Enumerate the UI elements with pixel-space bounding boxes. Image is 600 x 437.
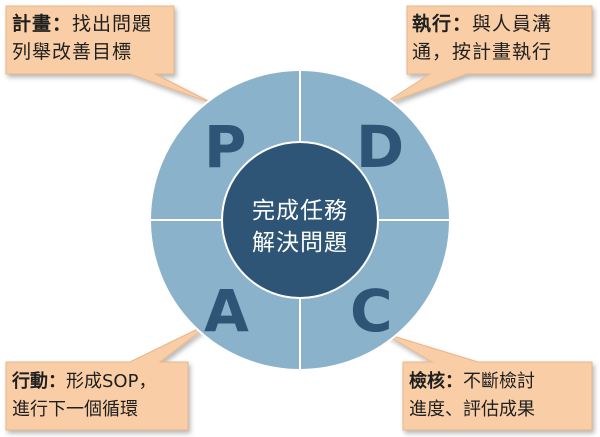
quadrant-letter-do: D xyxy=(356,113,405,181)
center-label: 完成任務 解決問題 xyxy=(240,195,360,259)
quadrant-letter-plan: P xyxy=(204,113,247,181)
callout-box-check xyxy=(382,332,593,431)
callout-label-check: 檢核： xyxy=(409,371,463,392)
callout-line1-plan: 找出問題 xyxy=(72,13,153,35)
callout-label-plan: 計畫： xyxy=(12,13,73,35)
callout-box-do xyxy=(379,5,593,107)
callout-text-check: 檢核：不斷檢討 進度、評估成果 xyxy=(409,368,535,424)
inner-circle xyxy=(221,141,379,299)
callout-text-do: 執行：與人員溝 通，按計畫執行 xyxy=(412,10,552,66)
callout-box-plan xyxy=(5,5,215,105)
center-label-line1: 完成任務 xyxy=(252,198,348,224)
callout-line2-act: 進行下一個循環 xyxy=(12,399,138,420)
center-label-line2: 解決問題 xyxy=(252,230,348,256)
callout-line2-check: 進度、評估成果 xyxy=(409,399,535,420)
callout-line1-check: 不斷檢討 xyxy=(463,371,535,392)
callout-text-plan: 計畫：找出問題 列舉改善目標 xyxy=(12,10,152,66)
callout-line2-do: 通，按計畫執行 xyxy=(412,41,553,63)
callout-line1-do: 與人員溝 xyxy=(472,13,553,35)
quadrant-letter-act: A xyxy=(204,277,249,345)
callout-line1-act: 形成SOP， xyxy=(66,371,157,392)
callout-line2-plan: 列舉改善目標 xyxy=(12,41,133,63)
callout-box-act xyxy=(5,321,213,431)
callout-label-do: 執行： xyxy=(412,13,473,35)
quadrant-letter-check: C xyxy=(350,277,393,345)
callout-text-act: 行動：形成SOP， 進行下一個循環 xyxy=(12,368,156,424)
callout-label-act: 行動： xyxy=(12,371,66,392)
